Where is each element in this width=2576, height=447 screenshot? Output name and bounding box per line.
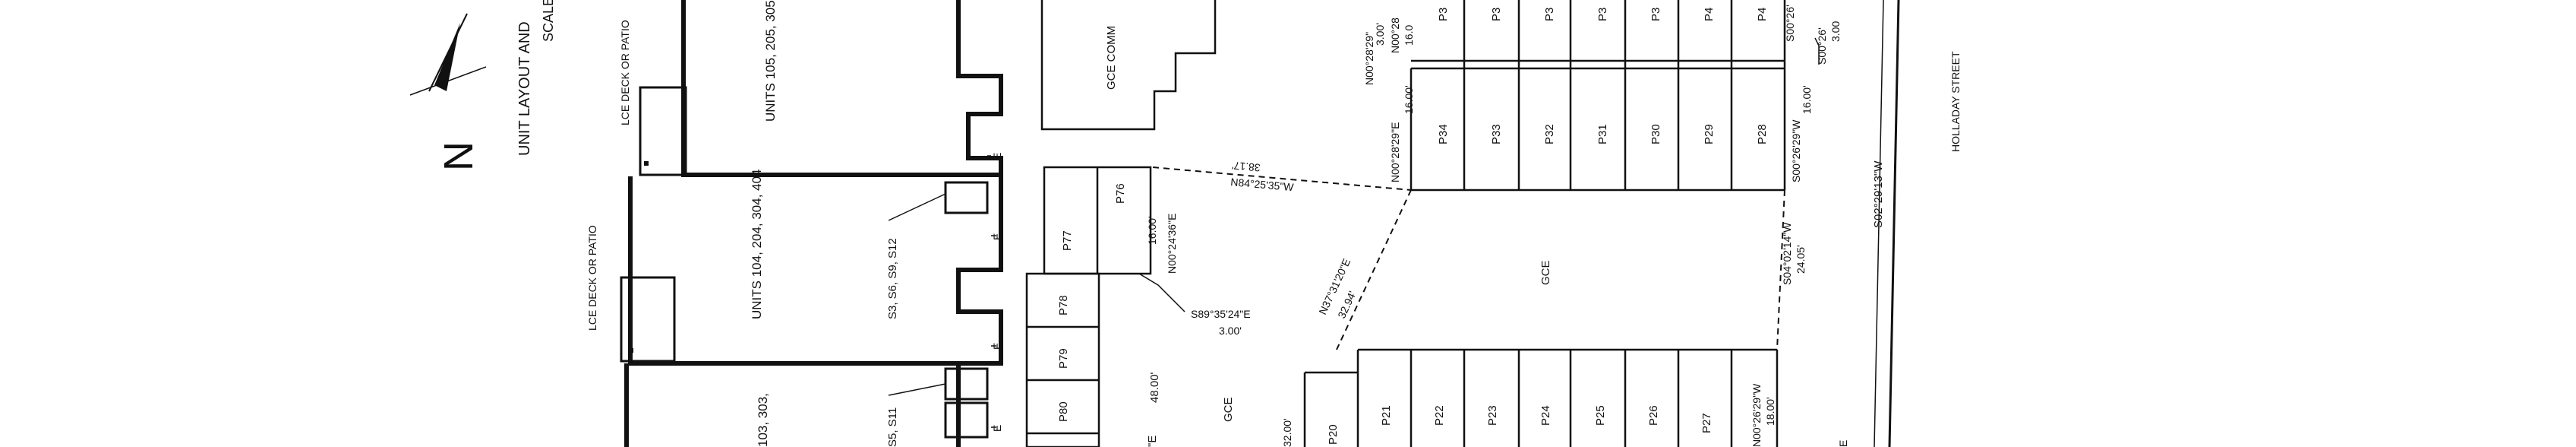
north-letter: N <box>436 141 481 171</box>
lce-label-2: LCE DECK OR PATIO <box>586 225 598 331</box>
parking-p23: P23 <box>1486 405 1499 426</box>
parking-top-block <box>1410 0 1786 192</box>
parking-p25: P25 <box>1594 405 1607 426</box>
parking-p32: P32 <box>1543 124 1556 144</box>
parking-top-upper-3: P3 <box>1543 8 1556 21</box>
north-arrow-icon <box>409 13 487 96</box>
unit-105-label: UNITS 105, 205, 305, 405 <box>763 0 778 122</box>
dim-n0028-top: N00°28'29" <box>1363 32 1375 85</box>
dim-1600-left: 16.00' <box>1403 85 1415 114</box>
lce-deck-box-2 <box>620 276 676 363</box>
parking-top-upper-7: P4 <box>1756 8 1769 21</box>
dim-n0024: N00°24'36"E <box>1166 214 1178 274</box>
e-mark-2: E <box>991 233 1003 240</box>
lce-deck-box-1 <box>639 86 687 176</box>
parking-p22: P22 <box>1433 405 1446 426</box>
dim-300-top: 3.00' <box>1374 23 1386 46</box>
street-e-mark: E <box>1837 440 1849 447</box>
dim-2405: 24.05' <box>1795 245 1807 274</box>
parking-top-upper-4: P3 <box>1596 8 1609 21</box>
unit-103-label: 103, 303, <box>756 393 770 447</box>
dim-4800: 48.00' <box>1148 372 1161 403</box>
dim-3817: 38.17' <box>1231 160 1261 174</box>
e-mark-3: E <box>991 343 1003 350</box>
parking-p78: P78 <box>1057 295 1070 315</box>
gce-lower-label: GCE <box>1222 397 1235 422</box>
parking-p30: P30 <box>1649 124 1662 144</box>
street-edge-lines <box>1874 0 1900 447</box>
dim-n0026-bottom: N00°26'29"W <box>1750 383 1763 447</box>
dim-3294: 32.94' <box>1335 289 1358 320</box>
e-mark-4: E <box>991 425 1003 432</box>
parking-p33: P33 <box>1490 124 1503 144</box>
parking-p21: P21 <box>1380 405 1393 426</box>
parking-p80: P80 <box>1057 401 1070 422</box>
parking-p20: P20 <box>1327 424 1340 445</box>
parking-p24: P24 <box>1539 405 1552 426</box>
dim-300-right: 3.00 <box>1829 21 1842 42</box>
storage-label-2: S5, S11 <box>886 407 899 447</box>
parking-p28: P28 <box>1756 124 1769 144</box>
dim-1600-top: 16.0 <box>1403 25 1415 46</box>
gce-comm-label: GCE COMM <box>1105 26 1118 90</box>
storage-label-1: S3, S6, S9, S12 <box>886 238 899 319</box>
dim-1600-mid: 16.00' <box>1146 216 1158 245</box>
parking-p79: P79 <box>1057 348 1070 369</box>
parking-p26: P26 <box>1647 405 1660 426</box>
parking-p77: P77 <box>1061 230 1074 251</box>
dim-300-mid: 3.00' <box>1219 325 1242 337</box>
dim-s0026-right: S00°26'29"W <box>1790 119 1802 182</box>
storage-boxes <box>944 181 989 439</box>
dim-s0402: S04°02'14"W <box>1781 222 1793 285</box>
parking-p31: P31 <box>1596 124 1609 144</box>
plan-title: UNIT LAYOUT AND <box>516 21 533 156</box>
plan-scale: SCALE 1 <box>541 0 556 42</box>
parking-p29: P29 <box>1703 124 1716 144</box>
dim-1800-bottom: 18.00' <box>1764 397 1776 426</box>
dim-e-small: "E <box>1146 436 1159 447</box>
parking-left-column <box>1025 166 1152 447</box>
parking-p76: P76 <box>1114 183 1127 204</box>
parking-top-upper-2: P3 <box>1490 8 1503 21</box>
dim-1600-right: 16.00' <box>1801 85 1813 114</box>
e-mark-1: E <box>991 153 1003 160</box>
gce-comm-building <box>1040 0 1217 131</box>
parking-p34: P34 <box>1437 124 1450 144</box>
street-name: HOLLADAY STREET <box>1949 51 1962 152</box>
dim-n8425: N84°25'35"W <box>1230 176 1295 193</box>
parking-top-upper-6: P4 <box>1703 8 1716 21</box>
dim-n0028-left: N00°28'29"E <box>1389 122 1401 182</box>
dim-n0028-b: N00°28 <box>1389 17 1401 53</box>
dim-s0026-top2: S00°26' <box>1816 27 1828 65</box>
unit-104-label: UNITS 104, 204, 304, 404 <box>750 169 764 319</box>
street-bearing: S02°29'13"W <box>1872 160 1885 228</box>
parking-bottom-block <box>1303 348 1779 447</box>
building-outline <box>624 0 1003 447</box>
parking-p27: P27 <box>1700 413 1713 433</box>
parking-top-upper-1: P3 <box>1437 8 1450 21</box>
dim-s8935: S89°35'24"E <box>1191 308 1251 320</box>
dim-s0026-top: S00°26' <box>1784 5 1796 42</box>
parking-top-upper-5: P3 <box>1649 8 1662 21</box>
dim-3200: 32.00' <box>1281 418 1293 447</box>
lce-label-1: LCE DECK OR PATIO <box>619 20 631 125</box>
gce-center-label: GCE <box>1539 260 1552 285</box>
